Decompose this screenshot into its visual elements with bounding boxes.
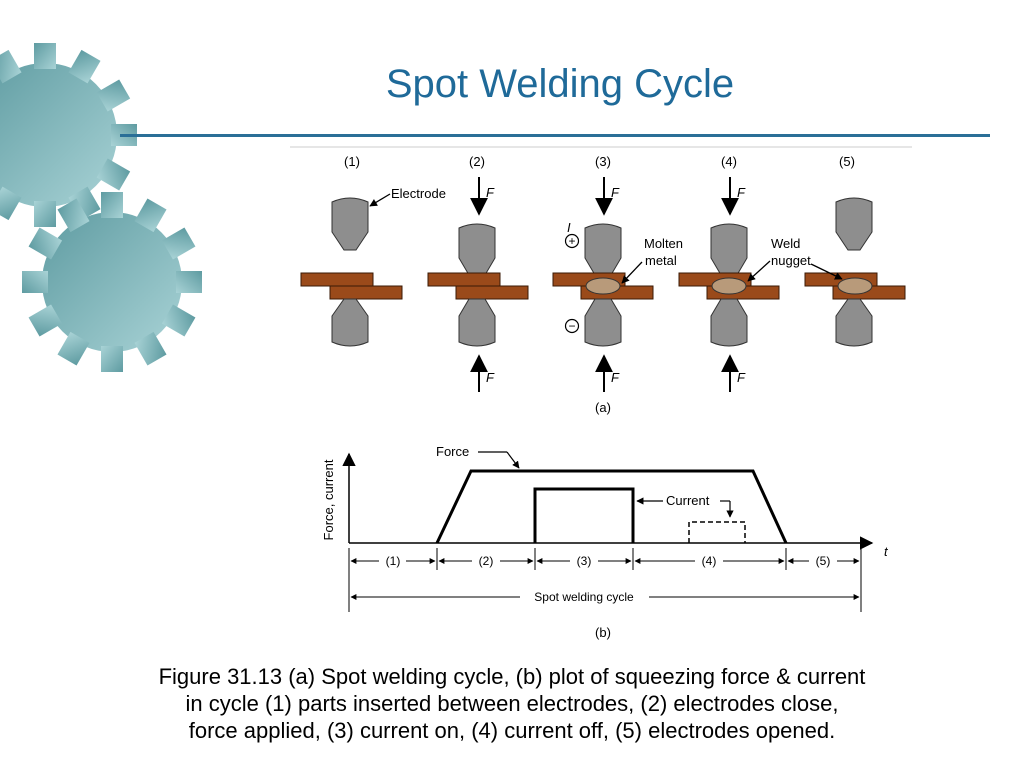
molten-leader bbox=[621, 261, 643, 284]
caption-line: in cycle (1) parts inserted between elec… bbox=[185, 691, 839, 716]
weld-nugget bbox=[711, 277, 747, 295]
upper-electrode bbox=[331, 197, 369, 251]
caption-line: Figure 31.13 (a) Spot welding cycle, (b)… bbox=[158, 664, 866, 689]
lower-plate bbox=[329, 285, 403, 300]
slide-title: Spot Welding Cycle bbox=[385, 62, 735, 106]
lower-electrode bbox=[331, 298, 369, 347]
figure-caption: Figure 31.13 (a) Spot welding cycle, (b)… bbox=[60, 663, 964, 744]
segment-boundaries bbox=[348, 548, 862, 612]
current-off-pulse bbox=[688, 521, 746, 543]
cycle-dimension: Spot welding cycle bbox=[350, 590, 860, 604]
stage-label: (4) bbox=[721, 154, 737, 169]
force-curve-label: Force bbox=[436, 444, 469, 459]
stage-4: F F Weld nugget bbox=[678, 177, 811, 392]
upper-plate bbox=[300, 272, 374, 287]
panel-a-label: (a) bbox=[595, 400, 611, 415]
segment-label: (5) bbox=[816, 554, 831, 568]
segment-dimension-4: (4) bbox=[634, 554, 785, 568]
force-label: F bbox=[611, 370, 620, 385]
y-axis-label: Force, current bbox=[321, 459, 336, 540]
nugget-leader bbox=[810, 263, 843, 280]
force-curve bbox=[435, 469, 788, 544]
cycle-label: Spot welding cycle bbox=[534, 590, 634, 604]
force-label: F bbox=[486, 370, 495, 385]
gear-icon bbox=[22, 192, 202, 372]
upper-plate bbox=[427, 272, 501, 287]
stage-3: F I + − F Molten metal bbox=[552, 177, 683, 392]
panel-a: (1) (2) (3) (4) (5) Electrode F F bbox=[290, 146, 912, 415]
lower-electrode bbox=[710, 298, 748, 347]
force-leader-arrow bbox=[506, 451, 520, 469]
stage-2: F F bbox=[427, 177, 529, 392]
nugget-leader bbox=[747, 260, 771, 282]
minus-terminal-icon bbox=[564, 318, 580, 334]
segment-dimension-3: (3) bbox=[536, 554, 632, 568]
figure-31-13: (1) (2) (3) (4) (5) Electrode F F bbox=[290, 146, 912, 640]
nugget-label: Weld bbox=[771, 236, 800, 251]
segment-label: (3) bbox=[577, 554, 592, 568]
stage-label: (3) bbox=[595, 154, 611, 169]
panel-b: Force, current t Force Current (1) bbox=[321, 444, 889, 640]
minus-symbol: − bbox=[568, 319, 575, 333]
force-label: F bbox=[486, 185, 495, 200]
segment-dimension-2: (2) bbox=[438, 554, 534, 568]
segment-label: (2) bbox=[479, 554, 494, 568]
upper-electrode bbox=[710, 223, 748, 276]
force-label: F bbox=[611, 185, 620, 200]
current-pulse-label: Current bbox=[666, 493, 710, 508]
x-axis-label: t bbox=[884, 544, 889, 559]
plus-terminal-icon bbox=[564, 233, 580, 249]
force-label: F bbox=[737, 185, 746, 200]
current-pulse bbox=[533, 487, 635, 543]
caption-line: force applied, (3) current on, (4) curre… bbox=[188, 718, 836, 743]
molten-nugget bbox=[585, 277, 621, 295]
force-label: F bbox=[737, 370, 746, 385]
stage-label: (2) bbox=[469, 154, 485, 169]
segment-dimension-1: (1) bbox=[350, 554, 436, 568]
segment-label: (1) bbox=[386, 554, 401, 568]
electrode-leader bbox=[369, 193, 391, 207]
upper-electrode bbox=[458, 223, 496, 276]
lower-electrode bbox=[835, 298, 873, 347]
segment-dimension-5: (5) bbox=[787, 554, 860, 568]
stage-label: (1) bbox=[344, 154, 360, 169]
title-divider bbox=[120, 134, 990, 137]
gear-decoration bbox=[0, 43, 202, 372]
lower-electrode bbox=[458, 298, 496, 347]
electrode-label: Electrode bbox=[391, 186, 446, 201]
lower-electrode bbox=[584, 298, 622, 347]
gear-icon bbox=[0, 43, 137, 227]
nugget-label: nugget bbox=[771, 253, 811, 268]
molten-label: metal bbox=[645, 253, 677, 268]
upper-electrode bbox=[584, 223, 622, 276]
molten-label: Molten bbox=[644, 236, 683, 251]
stage-5 bbox=[804, 197, 906, 347]
segment-label: (4) bbox=[702, 554, 717, 568]
current-label: I bbox=[567, 220, 571, 235]
stage-label: (5) bbox=[839, 154, 855, 169]
lower-plate bbox=[455, 285, 529, 300]
panel-b-label: (b) bbox=[595, 625, 611, 640]
plus-symbol: + bbox=[568, 234, 575, 248]
upper-electrode bbox=[835, 197, 873, 251]
weld-nugget bbox=[837, 277, 873, 295]
stage-1: Electrode bbox=[300, 186, 446, 347]
